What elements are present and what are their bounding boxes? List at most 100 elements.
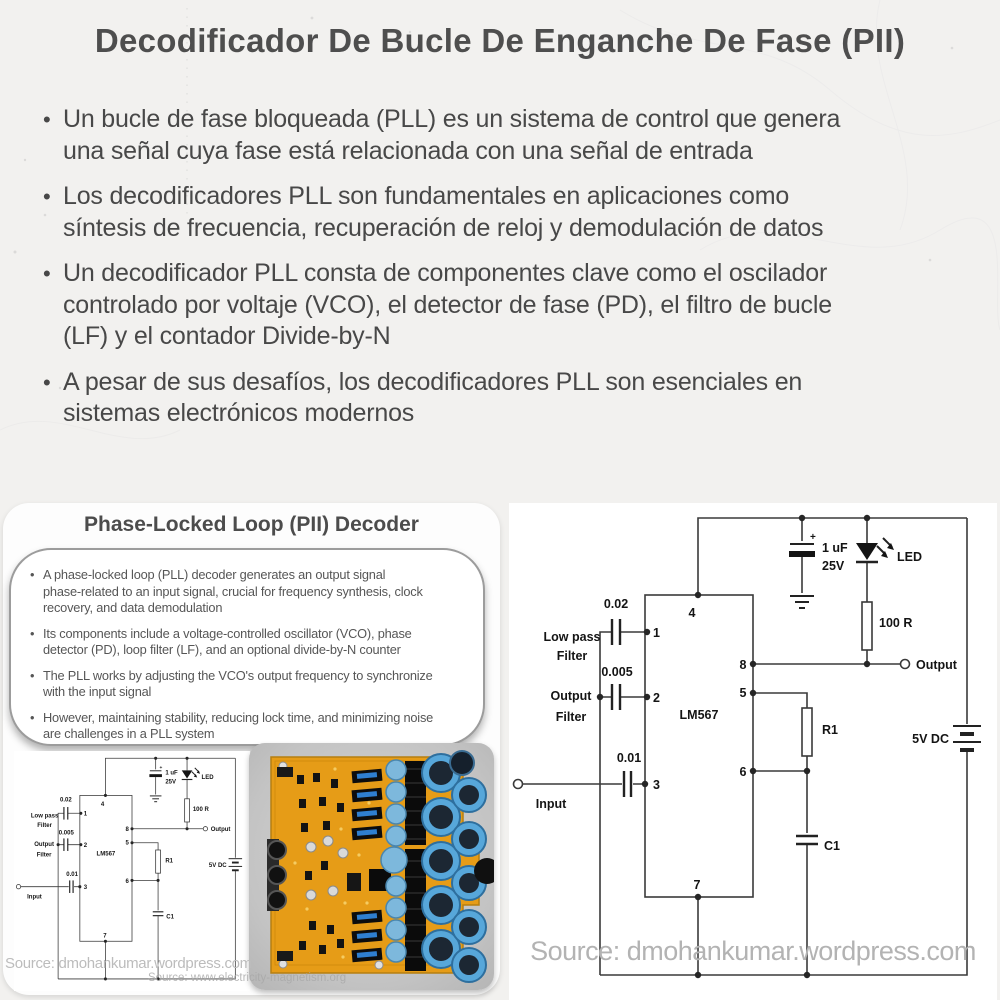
bullet-line: Los decodificadores PLL son fundamentale… (63, 182, 790, 210)
bullet-line: Un bucle de fase bloqueada (PLL) es un s… (63, 105, 841, 133)
capacitor-supply-voltage: 25V (165, 779, 176, 785)
capacitor-outputfilter-value: 0.005 (601, 665, 632, 679)
capacitor-lowpass: 0.02 Low pass Filter (544, 597, 629, 663)
infographic-item: The PLL works by adjusting the VCO's out… (29, 668, 473, 701)
bullet-line: detector (PD), loop filter (LF), and an … (43, 642, 401, 657)
ic-lm567: LM567 4 1 2 3 8 5 6 7 (644, 594, 754, 898)
output-filter-label: Output (551, 689, 593, 703)
bullet-line: A phase-locked loop (PLL) decoder genera… (43, 567, 386, 582)
battery-label: 5V DC (209, 863, 227, 869)
infographic-list: A phase-locked loop (PLL) decoder genera… (11, 550, 483, 743)
battery-icon: 5V DC (912, 725, 981, 752)
ground-icon (790, 595, 814, 609)
summary-item: Un bucle de fase bloqueada (PLL) es un s… (40, 104, 970, 167)
led-icon: LED (181, 767, 214, 781)
input-label: Input (27, 894, 42, 900)
capacitor-outputfilter: 0.005 Output Filter (551, 665, 633, 724)
capacitor-supply: + 1 uF 25V (149, 766, 178, 803)
battery-label: 5V DC (912, 732, 949, 746)
pin3-label: 3 (84, 885, 88, 891)
output-label: Output (211, 827, 231, 833)
capacitor-c1-label: C1 (166, 915, 174, 921)
input-terminal: Input (512, 778, 567, 811)
capacitor-input: 0.01 (66, 872, 79, 893)
watermark-wordpress-small: Source: dmohankumar.wordpress.com (5, 955, 252, 972)
bullet-line: The PLL works by adjusting the VCO's out… (43, 667, 433, 683)
ic-label: LM567 (97, 851, 116, 857)
led-icon: LED (856, 537, 922, 564)
lowpass-filter-label2: Filter (37, 823, 52, 829)
bullet-line: phase-related to an input signal, crucia… (43, 583, 423, 599)
capacitor-c1-label: C1 (824, 839, 840, 853)
lowpass-filter-label: Low pass (544, 630, 601, 644)
led-label: LED (897, 550, 922, 564)
bullet-line: are challenges in a PLL system (43, 726, 215, 741)
wires (522, 517, 968, 976)
capacitor-lowpass-value: 0.02 (604, 597, 628, 611)
summary-list: Un bucle de fase bloqueada (PLL) es un s… (40, 104, 970, 444)
resistor-100r: 100 R (184, 798, 210, 823)
capacitor-lowpass-value: 0.02 (60, 798, 72, 804)
capacitor-input-value: 0.01 (617, 751, 641, 765)
output-filter-label: Output (34, 842, 54, 848)
infographic-bullet-box: A phase-locked loop (PLL) decoder genera… (9, 548, 485, 746)
infographic-title: Phase-Locked Loop (PII) Decoder (84, 513, 419, 536)
mini-circuit-figure: LM567 4 1 2 3 8 5 6 7 0.02 Low pass Filt… (14, 751, 250, 991)
capacitor-input-value: 0.01 (66, 872, 78, 878)
pin3-label: 3 (653, 778, 660, 792)
resistor-100r: 100 R (861, 601, 912, 651)
junction-dots (596, 514, 871, 979)
output-terminal: Output (899, 658, 958, 672)
pin1-label: 1 (653, 626, 660, 640)
resistor-r1: R1 (155, 849, 174, 874)
plus-sign: + (810, 532, 816, 543)
junction-dots (56, 756, 189, 981)
infographic-item: A phase-locked loop (PLL) decoder genera… (29, 567, 473, 617)
bullet-line: síntesis de frecuencia, recuperación de … (63, 213, 824, 242)
capacitor-input: 0.01 (617, 751, 641, 797)
summary-item: A pesar de sus desafíos, los decodificad… (40, 367, 970, 430)
capacitor-supply: + 1 uF 25V (789, 532, 848, 609)
pin4-label: 4 (689, 606, 696, 620)
bullet-line: A pesar de sus desafíos, los decodificad… (63, 367, 803, 396)
bullet-line: with the input signal (43, 684, 152, 699)
output-terminal: Output (202, 826, 231, 833)
pcb-photo (249, 743, 494, 990)
battery-icon: 5V DC (209, 858, 243, 872)
capacitor-supply-value: 1 uF (822, 541, 848, 555)
resistor-100r-label: 100 R (879, 616, 912, 630)
embedded-infographic-card: Phase-Locked Loop (PII) Decoder A phase-… (3, 503, 500, 995)
ic-lm567: LM567 4 1 2 3 8 5 6 7 (79, 795, 133, 942)
capacitor-lowpass: 0.02 Low pass Filter (31, 798, 72, 829)
plus-sign: + (160, 766, 163, 771)
resistor-r1-label: R1 (165, 859, 173, 865)
pll-circuit-diagram: LM567 4 1 2 3 8 5 6 7 0.02 Low pass Filt… (512, 514, 981, 979)
watermark-wordpress-big: Source: dmohankumar.wordpress.com (530, 936, 976, 966)
infographic-item: However, maintaining stability, reducing… (29, 710, 473, 743)
pin5-label: 5 (740, 686, 747, 700)
pin8-label: 8 (740, 658, 747, 672)
pll-circuit-diagram-small: LM567 4 1 2 3 8 5 6 7 0.02 Low pass Filt… (15, 756, 243, 981)
capacitor-c1: C1 (796, 834, 840, 853)
summary-item: Los decodificadores PLL son fundamentale… (40, 181, 970, 244)
pin4-label: 4 (101, 802, 105, 808)
output-filter-label2: Filter (37, 852, 52, 858)
circuit-panel: LM567 4 1 2 3 8 5 6 7 0.02 Low pass Filt… (509, 503, 997, 1000)
capacitor-c1: C1 (152, 911, 175, 921)
page-title: Decodificador De Bucle De Enganche De Fa… (94, 22, 906, 59)
wires (20, 757, 236, 980)
ground-icon (149, 795, 162, 803)
pin7-label: 7 (103, 933, 107, 939)
bullet-line: Its components include a voltage-control… (43, 625, 412, 641)
bullet-line: una señal cuya fase está relacionada con… (63, 136, 753, 165)
pin8-label: 8 (125, 827, 129, 833)
input-label: Input (536, 797, 567, 811)
capacitor-supply-voltage: 25V (822, 559, 845, 573)
lowpass-filter-label2: Filter (557, 649, 588, 663)
output-filter-label2: Filter (556, 710, 587, 724)
bullet-line: controlado por voltaje (VCO), el detecto… (63, 290, 832, 319)
output-label: Output (916, 658, 958, 672)
pin6-label: 6 (740, 765, 747, 779)
bullet-line: However, maintaining stability, reducing… (43, 709, 434, 725)
